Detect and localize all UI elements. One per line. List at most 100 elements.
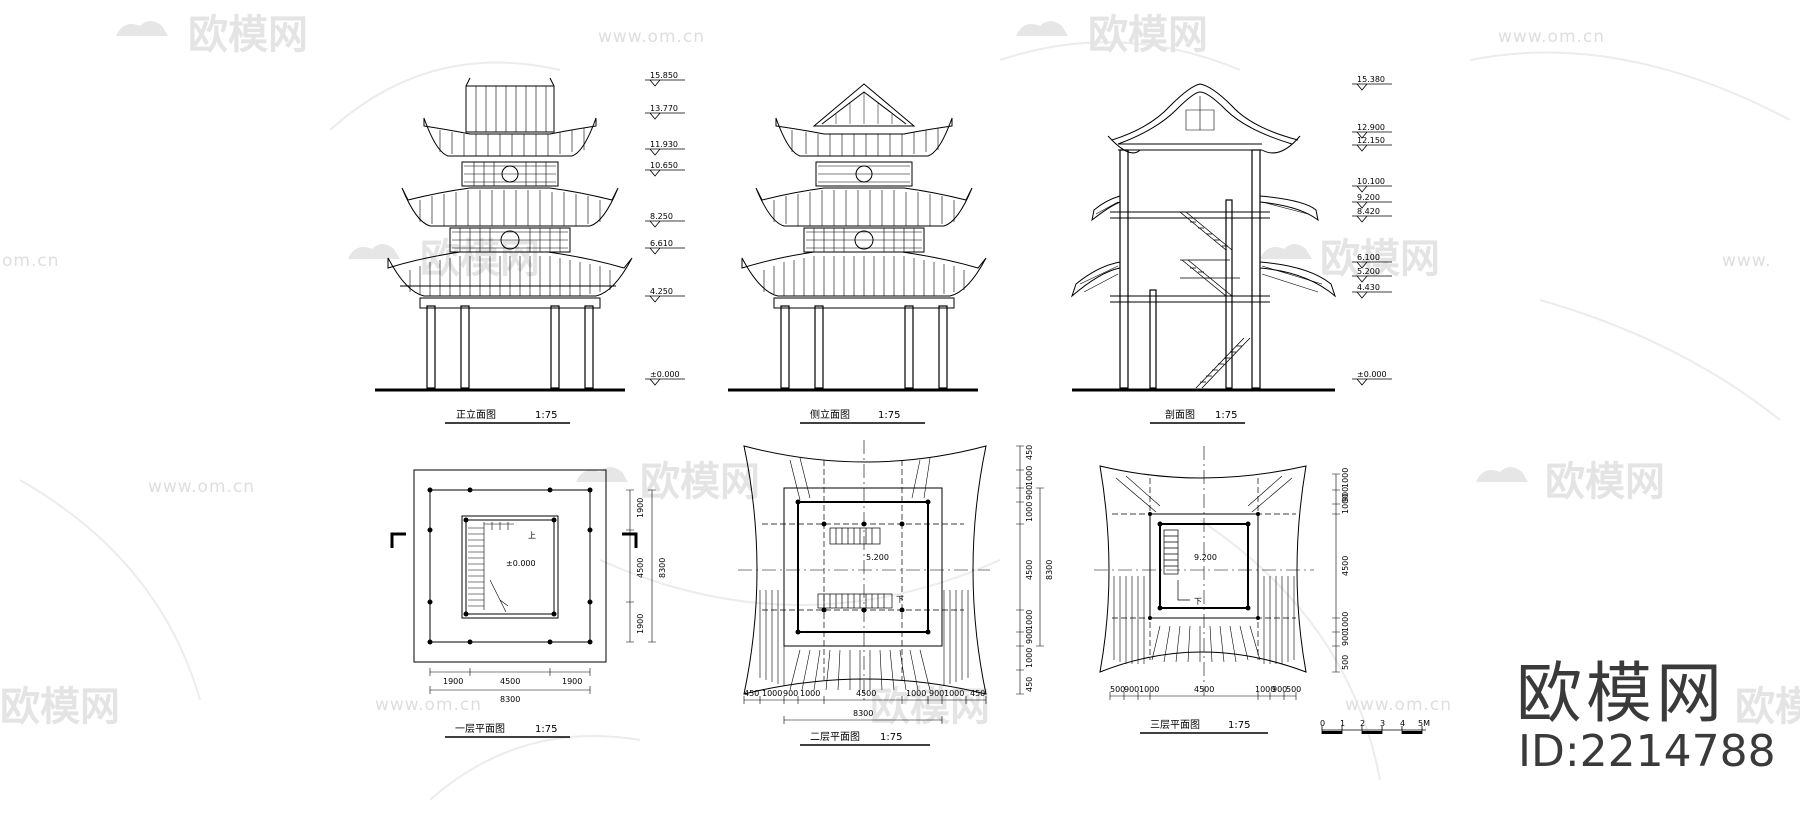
level-label: 11.930 <box>650 140 678 149</box>
elevation-mark: 5.200 <box>866 553 889 562</box>
watermark-brand: 欧模网 <box>640 459 760 505</box>
corner-brand: 欧模网 <box>1516 655 1726 732</box>
watermark-url: www. <box>1722 251 1772 271</box>
dim-total: 8300 <box>1045 560 1054 580</box>
corner-id: ID:2214788 <box>1518 726 1776 777</box>
watermark-brand: 欧模网 <box>1735 684 1800 730</box>
plan-2 <box>738 440 1044 724</box>
drawing-scale: 1:75 <box>1228 720 1250 731</box>
watermark-url: www.om.cn <box>148 477 255 497</box>
dim-label: 1000 <box>1025 466 1034 486</box>
watermark-brand: 欧模网 <box>0 684 120 730</box>
level-label: ±0.000 <box>1357 370 1387 379</box>
dim-total: 8300 <box>658 558 667 578</box>
level-label: ±0.000 <box>650 370 680 379</box>
level-label: 15.850 <box>650 71 678 80</box>
scale-bar-label: 0 <box>1320 719 1325 728</box>
dim-label: 900 <box>1025 629 1034 644</box>
dim-label: 1000 <box>1025 502 1034 522</box>
drawing-title: 一层平面图 <box>455 723 505 735</box>
dim-label: 1000 <box>1025 648 1034 668</box>
elevation-mark: 9.200 <box>1194 553 1217 562</box>
dim-label: 450 <box>1025 445 1034 460</box>
dim-label: 500 <box>1286 685 1301 694</box>
drawing-title: 剖面图 <box>1165 408 1195 421</box>
watermark-url: om.cn <box>2 251 60 271</box>
watermark-brand: 欧模网 <box>188 12 308 58</box>
level-label: 6.100 <box>1357 253 1380 262</box>
stair-down-label: 下 <box>1194 597 1202 606</box>
watermark-url: www.om.cn <box>375 695 482 715</box>
watermark-url: www.om.cn <box>598 27 705 47</box>
dim-label: 1000 <box>1341 468 1350 488</box>
level-label: 4.430 <box>1357 283 1380 292</box>
scale-bar-label: 3 <box>1380 719 1385 728</box>
front-elevation-caption: 正立面图 1:75 <box>445 408 570 424</box>
dim-label: 900 <box>783 689 798 698</box>
dim-label: 900 <box>1025 485 1034 500</box>
scale-bar-label: 4 <box>1400 719 1405 728</box>
level-label: 8.420 <box>1357 207 1380 216</box>
plan-1 <box>390 469 656 694</box>
level-label: 10.650 <box>650 161 678 170</box>
level-label: 8.250 <box>650 212 673 221</box>
dim-label: 1900 <box>443 677 463 686</box>
scale-bar-label: 5M <box>1418 719 1430 728</box>
drawing-scale: 1:75 <box>535 724 557 735</box>
stair-up-label: 上 <box>528 531 536 540</box>
level-label: 10.100 <box>1357 177 1385 186</box>
drawing-title: 侧立面图 <box>810 408 850 421</box>
columns <box>426 305 594 389</box>
level-label: 12.150 <box>1357 136 1385 145</box>
dim-label: 4500 <box>1341 556 1350 576</box>
plan-1-labels: 上 ±0.000 1900 4500 1900 8300 1900 4500 1… <box>443 498 667 738</box>
dim-label: 4500 <box>1025 560 1034 580</box>
dim-label: 900 <box>1341 631 1350 646</box>
dim-label: 1000 <box>762 689 782 698</box>
dim-label: 900 <box>1341 487 1350 502</box>
drawing-title: 正立面图 <box>456 408 496 421</box>
watermark-url: www.om.cn <box>1345 695 1452 715</box>
elevation-mark: ±0.000 <box>506 559 536 568</box>
drawing-title: 二层平面图 <box>810 731 860 743</box>
dim-label: 1000 <box>800 689 820 698</box>
watermark-brand: 欧模网 <box>870 684 990 730</box>
section-drawing <box>1070 83 1337 392</box>
dim-label: 1000 <box>906 689 926 698</box>
level-label: 12.900 <box>1357 123 1385 132</box>
scale-bar-label: 1 <box>1340 719 1345 728</box>
front-elevation <box>375 77 633 392</box>
level-label: 13.770 <box>650 104 678 113</box>
dim-label: 500 <box>1110 685 1125 694</box>
drawing-scale: 1:75 <box>1215 410 1237 421</box>
watermark-brand: 欧模网 <box>1545 459 1665 505</box>
side-elevation-caption: 侧立面图 1:75 <box>800 408 925 424</box>
dim-label: 1000 <box>944 689 964 698</box>
dim-total: 8300 <box>500 695 520 704</box>
dim-label: 4500 <box>500 677 520 686</box>
drawing-title: 三层平面图 <box>1150 719 1200 731</box>
level-label: 6.610 <box>650 239 673 248</box>
plan-3-labels: 9.200 下 500 900 1000 4500 1000 900 500 1… <box>1110 468 1430 734</box>
watermark-logo-icon <box>116 21 1528 482</box>
level-label: 9.200 <box>1357 193 1380 202</box>
dim-label: 1000 <box>1341 494 1350 514</box>
dim-label: 4500 <box>1194 685 1214 694</box>
stair-down-label: 下 <box>896 595 904 604</box>
section-levels: 15.380 12.900 12.150 10.100 9.200 8.420 … <box>1352 75 1392 386</box>
drawing-scale: 1:75 <box>535 410 557 421</box>
watermark-layer: 欧模网 欧模网 欧模网 欧模网 欧模网 欧模网 欧模网 欧模网 欧模网 www.… <box>0 12 1800 801</box>
plan-2-labels: 5.200 下 450 1000 900 1000 4500 1000 900 … <box>744 445 1054 746</box>
dim-label: 450 <box>970 689 985 698</box>
dim-label: 1000 <box>1255 685 1275 694</box>
dim-label: 1000 <box>1341 612 1350 632</box>
dim-label: 450 <box>744 689 759 698</box>
level-label: 5.200 <box>1357 267 1380 276</box>
level-label: 15.380 <box>1357 75 1385 84</box>
dim-label: 1000 <box>1139 685 1159 694</box>
side-elevation <box>728 83 987 392</box>
drawing-scale: 1:75 <box>878 410 900 421</box>
dim-label: 900 <box>1272 685 1287 694</box>
dim-label: 1900 <box>636 614 645 634</box>
